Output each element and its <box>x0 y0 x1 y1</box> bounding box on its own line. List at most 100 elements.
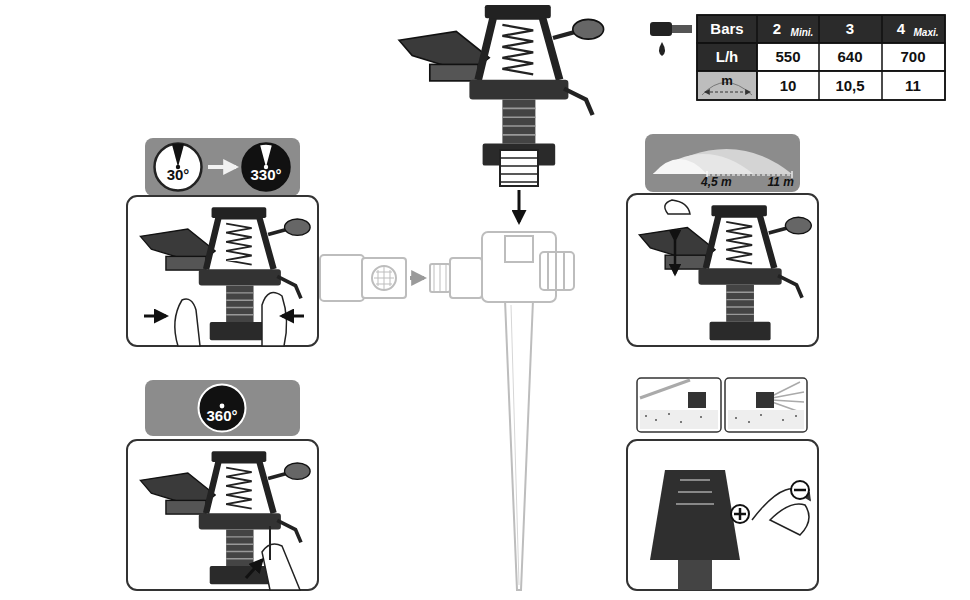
hose-icon-part <box>672 25 692 33</box>
part-circle-panel-part <box>127 196 318 346</box>
hose-connector-part <box>450 258 482 298</box>
hose-connector-part <box>362 258 406 298</box>
spike-stand-part <box>511 305 519 585</box>
spray-adjust-panel-part <box>678 560 712 590</box>
spray-adjust-panel-part <box>734 508 746 520</box>
pressure-table-part <box>757 43 945 71</box>
angle-dial-part <box>172 144 184 167</box>
angle-circle: 330° <box>241 142 291 192</box>
full-circle-panel-part <box>246 560 262 578</box>
angle-dial-part <box>155 144 202 191</box>
sprinkler-head-part <box>399 5 604 166</box>
pressure-table-part <box>697 71 757 100</box>
hose-connector-part <box>434 264 446 292</box>
pressure-table-part <box>697 43 757 71</box>
range-panel: 4,5 m 11 m <box>645 134 800 192</box>
spray-adjust-panel-part <box>794 489 806 492</box>
table-cell: 10,5 <box>835 78 864 95</box>
pressure-table-part <box>697 15 945 43</box>
hose-connector-part <box>374 266 394 290</box>
flow-arrow <box>208 165 236 169</box>
spray-adjust-panel-part <box>728 410 804 429</box>
sprinkler-head-part <box>518 190 521 222</box>
full-circle-panel-part <box>269 526 271 560</box>
hose-connector <box>320 255 482 301</box>
hose-connector-part <box>430 264 450 292</box>
table-cell: 11 <box>905 78 921 95</box>
spike-stand-part <box>540 252 574 290</box>
angle-circle: 360° <box>197 383 247 433</box>
angle-circle: 30° <box>153 142 203 192</box>
table-header: 4 <box>897 21 905 38</box>
range-panel <box>627 194 818 346</box>
full-circle-panel-part <box>145 380 300 436</box>
part-circle-panel-part <box>175 299 200 346</box>
angle-dial-part <box>243 144 290 190</box>
spray-adjust-panel-part <box>756 392 774 408</box>
range-graphic-part <box>653 159 707 174</box>
spray-adjust-panel-part <box>791 481 809 499</box>
table-header: Bars <box>710 21 743 38</box>
spray-adjust-panel-part <box>640 410 718 429</box>
range-distance: 11 m <box>768 176 794 190</box>
range-graphic-part <box>653 154 754 174</box>
angle-value: 330° <box>250 166 281 183</box>
spray-adjust-panel-part <box>725 378 807 432</box>
hose-icon <box>650 22 692 56</box>
hose-connector-part <box>372 266 396 290</box>
spray-adjust-panel-part <box>770 504 809 535</box>
spray-adjust-panel-part <box>640 380 690 398</box>
hose-connector-part <box>410 276 424 280</box>
pressure-table <box>697 15 945 100</box>
pressure-table-part <box>697 15 945 100</box>
spray-adjust-panel-part <box>650 470 740 560</box>
hose-connector-part <box>320 255 364 301</box>
hose-icon-part <box>650 22 672 36</box>
spray-adjust-panel-part <box>637 378 721 432</box>
part-circle-panel-part <box>282 315 304 318</box>
spray-adjust-panel-part <box>731 505 749 523</box>
range-panel-part <box>674 240 677 274</box>
range-panel-part <box>665 200 690 214</box>
spray-adjust-panel-part <box>688 392 706 408</box>
part-circle-panel-part <box>145 138 300 196</box>
angle-dial-part <box>243 144 290 191</box>
table-header: L/h <box>716 49 739 66</box>
spike-stand-part <box>505 300 533 590</box>
sprinkler-head <box>399 5 604 222</box>
full-circle-panel-part <box>127 440 318 590</box>
range-panel-part <box>639 205 811 340</box>
pressure-table-part <box>697 15 945 100</box>
sprinkler-head-part <box>500 150 538 186</box>
spray-adjust-panel-part <box>772 382 804 412</box>
angle-value: 360° <box>206 407 237 424</box>
spray-adjust-panel <box>627 378 818 590</box>
table-cell: 550 <box>775 49 800 66</box>
part-circle-panel-part <box>144 315 166 318</box>
table-header: m <box>721 74 733 88</box>
range-panel-part <box>627 194 818 346</box>
angle-dial-part <box>199 385 246 432</box>
spray-adjust-panel-part <box>676 480 714 504</box>
table-cell: 700 <box>900 49 925 66</box>
table-header: 2 <box>773 21 781 38</box>
spike-stand-part <box>548 252 564 290</box>
spike-stand-part <box>505 236 533 262</box>
spray-adjust-panel-part <box>627 440 818 590</box>
table-cell: 640 <box>837 49 862 66</box>
range-graphic-part <box>645 134 800 192</box>
angle-value: 30° <box>167 166 190 183</box>
sprinkler-head-part <box>500 158 538 182</box>
spike-stand <box>482 232 574 590</box>
range-distance: 4,5 m <box>701 176 732 190</box>
full-circle-panel-part <box>262 544 300 590</box>
table-cell: 10 <box>780 78 797 95</box>
part-circle-panel <box>127 138 318 346</box>
table-header: Maxi. <box>913 27 938 38</box>
range-graphic-part <box>653 149 792 174</box>
table-header: Mini. <box>791 27 814 38</box>
